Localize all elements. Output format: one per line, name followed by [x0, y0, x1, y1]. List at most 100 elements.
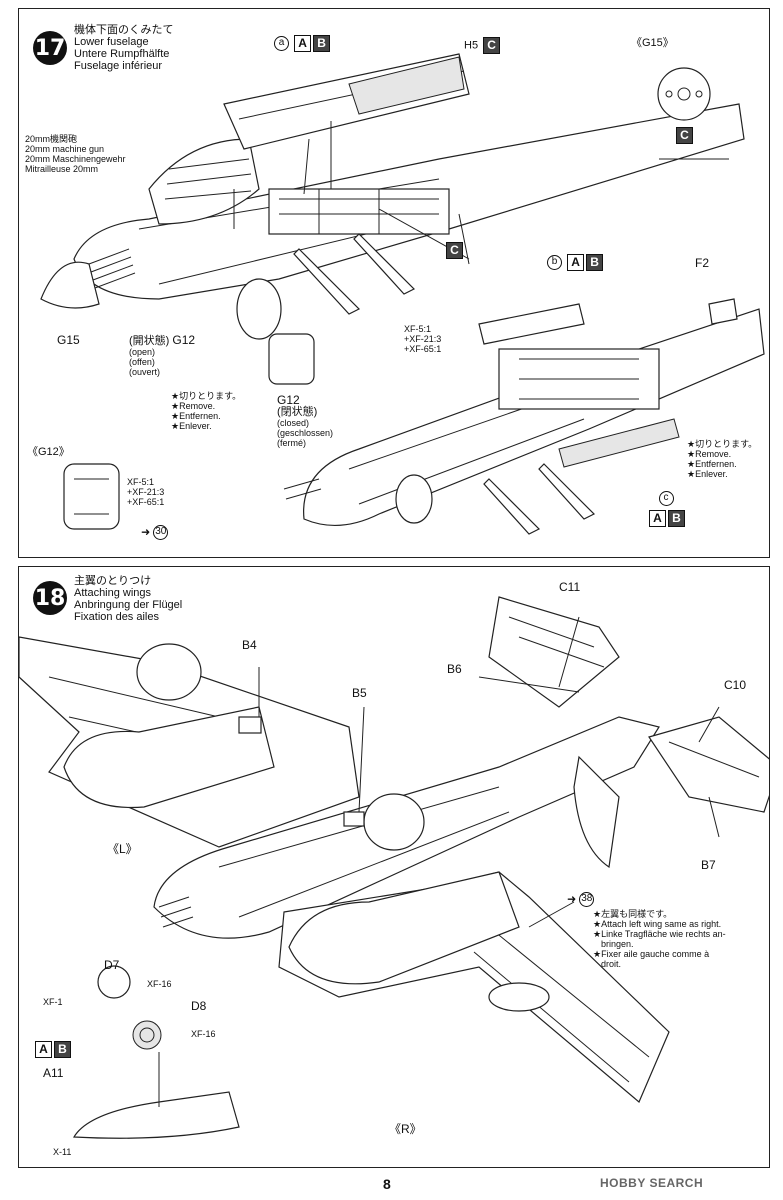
xf16-a: XF-16: [147, 979, 172, 989]
page-number: 8: [383, 1176, 391, 1192]
box-b-c: B: [668, 510, 685, 527]
part-h5-label: H5 C: [464, 37, 501, 54]
part-b7: B7: [701, 858, 716, 872]
open-fr: (ouvert): [129, 367, 161, 377]
box-b: B: [313, 35, 331, 52]
cut-de: ★Entfernen.: [171, 411, 221, 421]
gun-de: 20mm Maschinengewehr: [25, 154, 126, 164]
detail-g15-label: 《G15》: [631, 37, 674, 49]
xf1: XF-1: [43, 997, 63, 1007]
box-a: A: [35, 1041, 52, 1058]
title-de: Anbringung der Flügel: [74, 599, 183, 611]
marker-b: b: [547, 255, 562, 270]
part-d8: D8: [191, 999, 207, 1013]
step-title: 主翼のとりつけ Attaching wings Anbringung der F…: [74, 574, 183, 624]
box-c-h5: C: [483, 37, 501, 54]
arrow-icon: ➜: [141, 526, 151, 539]
mix-g12-3: +XF-65:1: [127, 497, 165, 507]
cut-r-jp: ★切りとります。: [687, 439, 758, 449]
paint-mix-g12: XF-5:1 +XF-21:3 +XF-65:1: [127, 477, 164, 507]
watermark: HOBBY SEARCH: [600, 1176, 704, 1190]
title-en: Lower fuselage: [74, 36, 149, 48]
cut-en: ★Remove.: [171, 401, 216, 411]
gun-label: 20mm機関砲 20mm machine gun 20mm Maschineng…: [25, 134, 126, 174]
box-c-mid: C: [446, 242, 463, 259]
h5-text: H5: [464, 39, 479, 52]
step-number: 18: [33, 581, 67, 615]
part-b5: B5: [352, 686, 367, 700]
part-a11: A11: [43, 1066, 64, 1080]
title-jp: 主翼のとりつけ: [74, 574, 152, 587]
open-en: (open): [129, 347, 156, 357]
box-b-b: B: [586, 254, 604, 271]
mix-mid-1: XF-5:1: [404, 324, 432, 334]
gun-jp: 20mm機関砲: [25, 134, 78, 144]
part-c10: C10: [724, 678, 747, 692]
box-b: B: [54, 1041, 71, 1058]
g12-closed-label: G12 (閉状態) (closed) (geschlossen) (fermé): [277, 394, 333, 448]
open-jp: (開状態): [129, 335, 170, 347]
paint-mix-mid: XF-5:1 +XF-21:3 +XF-65:1: [404, 324, 441, 354]
mix-g12-1: XF-5:1: [127, 477, 155, 487]
mix-mid-2: +XF-21:3: [404, 334, 442, 344]
step-17-illustration: [40, 53, 765, 535]
box-c-g15-wrap: C: [674, 127, 693, 144]
step-18-illustration: [19, 596, 769, 1139]
box-a: A: [294, 35, 312, 52]
cut-r-fr: ★Enlever.: [687, 469, 728, 479]
g12-open-part: G12: [172, 333, 196, 347]
mix-mid-3: +XF-65:1: [404, 344, 442, 354]
ref-30: 30: [153, 525, 169, 540]
cut-note-left: ★切りとります。 ★Remove. ★Entfernen. ★Enlever.: [171, 391, 241, 431]
xf16-b: XF-16: [191, 1029, 216, 1039]
part-f2-label: F2: [695, 256, 710, 270]
step-17-panel: 17 機体下面のくみたて Lower fuselage Untere Rumpf…: [18, 8, 770, 558]
closed-fr: (fermé): [277, 438, 306, 448]
part-d7: D7: [104, 958, 120, 972]
part-b4: B4: [242, 638, 257, 652]
ref-38-wrap: ➜ 38: [567, 892, 595, 907]
left-en: ★Attach left wing same as right.: [593, 919, 722, 929]
step-18-panel: 18 主翼のとりつけ Attaching wings Anbringung de…: [18, 566, 770, 1168]
marker-a: a: [274, 36, 289, 51]
open-de: (offen): [129, 357, 155, 367]
title-jp: 機体下面のくみたて: [74, 23, 174, 36]
g12-closed-part: G12: [277, 393, 300, 407]
part-c11: C11: [559, 580, 581, 594]
gun-en: 20mm machine gun: [25, 144, 105, 154]
left-de1: ★Linke Tragfläche wie rechts an-: [593, 929, 726, 939]
gun-fr: Mitrailleuse 20mm: [25, 164, 99, 174]
arrow-icon: ➜: [567, 893, 577, 906]
left-fr2: droit.: [601, 959, 622, 969]
cut-r-de: ★Entfernen.: [687, 459, 737, 469]
title-de: Untere Rumpfhälfte: [74, 48, 170, 60]
box-c-g15: C: [676, 127, 693, 144]
step-number: 17: [33, 31, 67, 65]
left-de2: bringen.: [601, 939, 634, 949]
title-fr: Fuselage inférieur: [74, 60, 163, 72]
left-fr1: ★Fixer aile gauche comme à: [593, 949, 710, 959]
closed-en: (closed): [277, 418, 310, 428]
mix-g12-2: +XF-21:3: [127, 487, 165, 497]
closed-jp: (閉状態): [277, 406, 318, 418]
detail-g12-label: 《G12》: [27, 446, 70, 458]
step-title: 機体下面のくみたて Lower fuselage Untere Rumpfhäl…: [74, 23, 174, 73]
left-jp: ★左翼も同様です。: [593, 909, 673, 919]
wing-left: 《L》: [107, 842, 138, 856]
closed-de: (geschlossen): [277, 428, 334, 438]
cut-r-en: ★Remove.: [687, 449, 732, 459]
g12-open-label: (開状態) G12 (open) (offen) (ouvert): [129, 334, 195, 377]
box-c-mid-wrap: C: [444, 242, 463, 259]
cut-note-right: ★切りとります。 ★Remove. ★Entfernen. ★Enlever.: [687, 439, 757, 479]
ref-30-wrap: ➜ 30: [141, 525, 169, 540]
cut-jp: ★切りとります。: [171, 391, 242, 401]
box-a-c: A: [649, 510, 666, 527]
cut-fr: ★Enlever.: [171, 421, 212, 431]
title-fr: Fixation des ailes: [74, 611, 159, 623]
wing-right: 《R》: [389, 1122, 422, 1136]
box-a-b: A: [567, 254, 585, 271]
